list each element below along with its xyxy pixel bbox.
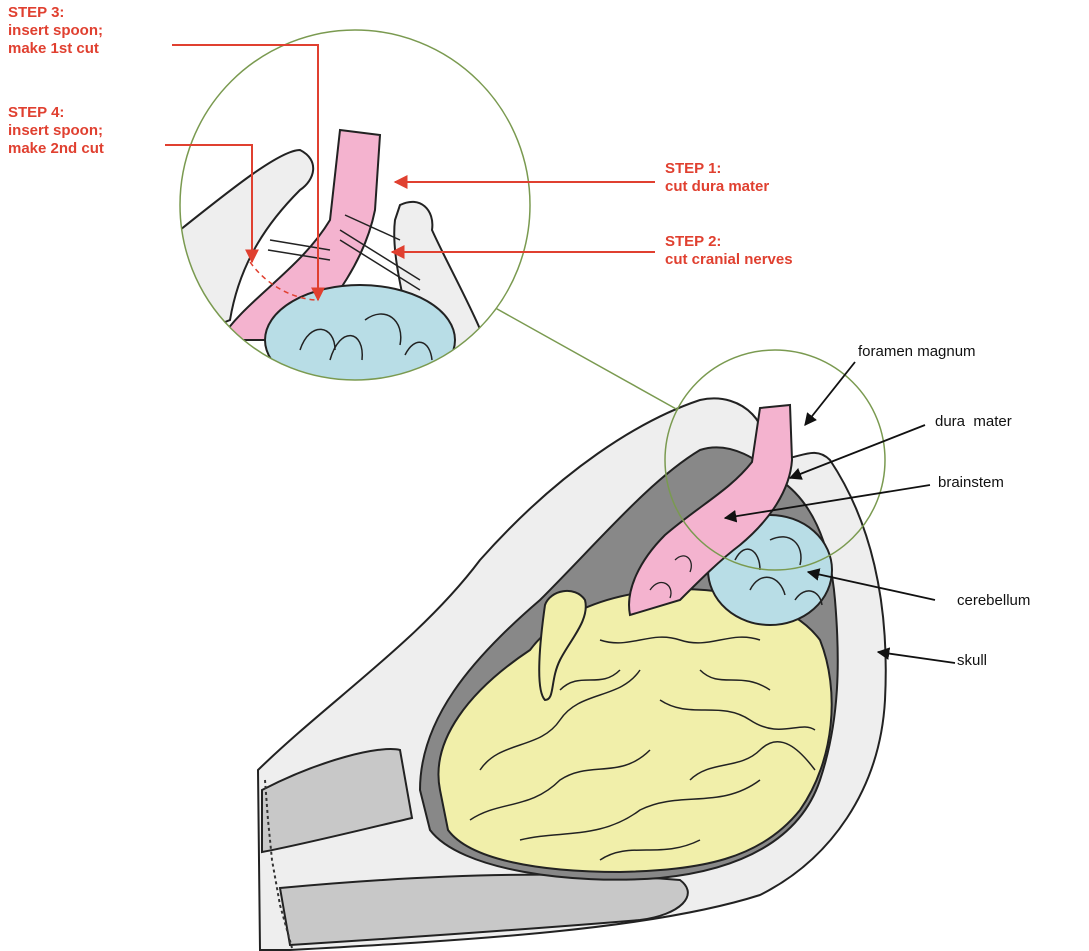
step-1-desc: cut dura mater	[665, 178, 769, 196]
step-4-title: STEP 4:	[8, 104, 104, 122]
label-dura-mater: dura mater	[935, 413, 1012, 431]
label-brainstem: brainstem	[938, 474, 1004, 492]
step-4-line-2: make 2nd cut	[8, 140, 104, 158]
label-cerebellum: cerebellum	[957, 592, 1030, 610]
step-3-label: STEP 3: insert spoon; make 1st cut	[8, 4, 103, 58]
label-foramen-magnum: foramen magnum	[858, 343, 976, 361]
step-3-title: STEP 3:	[8, 4, 103, 22]
skull-section	[258, 398, 886, 950]
step-3-line-2: make 1st cut	[8, 40, 103, 58]
label-skull: skull	[957, 652, 987, 670]
zoom-connector	[490, 305, 678, 410]
step-3-line-1: insert spoon;	[8, 22, 103, 40]
step-4-line-1: insert spoon;	[8, 122, 104, 140]
step-2-desc: cut cranial nerves	[665, 251, 793, 269]
zoom-inset	[180, 30, 530, 395]
step-2-title: STEP 2:	[665, 233, 793, 251]
step-1-title: STEP 1:	[665, 160, 769, 178]
step-4-label: STEP 4: insert spoon; make 2nd cut	[8, 104, 104, 158]
step-1-label: STEP 1: cut dura mater	[665, 160, 769, 196]
step-2-label: STEP 2: cut cranial nerves	[665, 233, 793, 269]
